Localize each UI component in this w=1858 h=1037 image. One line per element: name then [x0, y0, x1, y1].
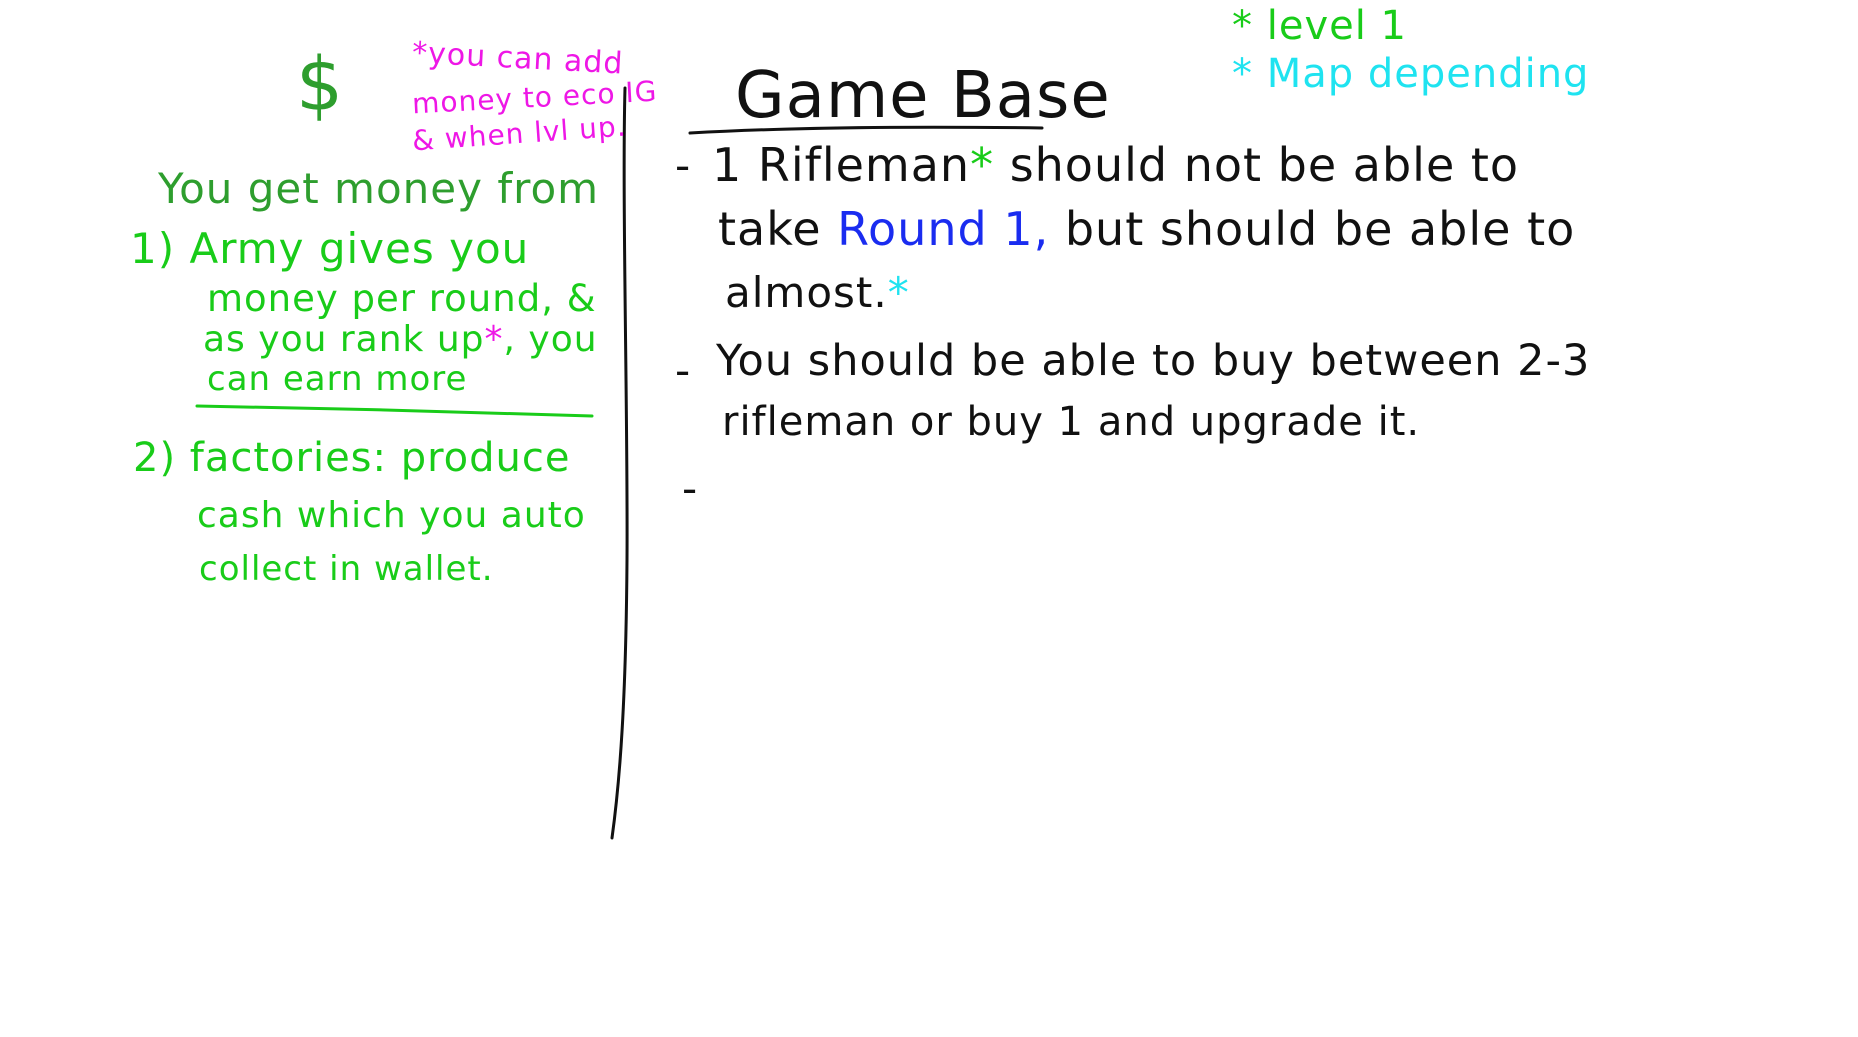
- legend-cyan-label: Map depending: [1266, 51, 1590, 97]
- round-1-highlight: Round 1,: [837, 202, 1050, 256]
- bullet-2-dash: -: [675, 346, 692, 395]
- source-1-line-2: money per round, &: [207, 277, 597, 320]
- bullet-1-line-2-end: but should be able to: [1064, 202, 1576, 256]
- legend-map-depending: * Map depending: [1232, 54, 1589, 94]
- source-1-line-4: can earn more: [207, 359, 468, 399]
- rank-asterisk: *: [484, 319, 504, 360]
- source-1-line-3: as you rank up*, you: [203, 322, 598, 358]
- bullet-1-line-3: almost.*: [725, 272, 910, 314]
- dollar-sign: $: [296, 42, 345, 128]
- title-underline: [688, 125, 1044, 135]
- bullet-1-line-2-start: take: [718, 202, 822, 256]
- source-1-line-1: 1) Army gives you: [130, 224, 530, 273]
- bullet-1-line-1: 1 Rifleman* should not be able to: [712, 142, 1519, 188]
- legend-green-asterisk: *: [1232, 3, 1253, 49]
- money-sources-heading: You get money from: [158, 164, 600, 213]
- source-1-line-3-text: as you rank up: [203, 319, 485, 360]
- almost-asterisk: *: [887, 268, 910, 317]
- source-1-line-3-tail: , you: [503, 319, 598, 360]
- game-base-title: Game Base: [735, 59, 1111, 133]
- vertical-divider: [610, 86, 629, 840]
- source-2-line-3: collect in wallet.: [199, 549, 494, 589]
- source-2-line-2: cash which you auto: [197, 495, 586, 536]
- legend-green-label: level 1: [1266, 3, 1407, 49]
- bullet-1-line-1-start: 1 Rifleman: [712, 138, 971, 192]
- bullet-2-line-2: rifleman or buy 1 and upgrade it.: [722, 399, 1421, 445]
- bullet-1-dash: -: [675, 141, 692, 190]
- rifleman-asterisk: *: [970, 138, 995, 192]
- bullet-1-line-3-text: almost.: [725, 268, 888, 317]
- bullet-3-dash: -: [682, 464, 699, 513]
- source-2-line-1: 2) factories: produce: [133, 435, 571, 481]
- legend-level-1: * level 1: [1232, 6, 1407, 46]
- green-separator: [195, 404, 594, 418]
- legend-cyan-asterisk: *: [1232, 51, 1253, 97]
- bullet-1-line-1-end: should not be able to: [1009, 138, 1520, 192]
- bullet-2-line-1: You should be able to buy between 2-3: [716, 336, 1591, 386]
- bullet-1-line-2: take Round 1, but should be able to: [718, 206, 1575, 252]
